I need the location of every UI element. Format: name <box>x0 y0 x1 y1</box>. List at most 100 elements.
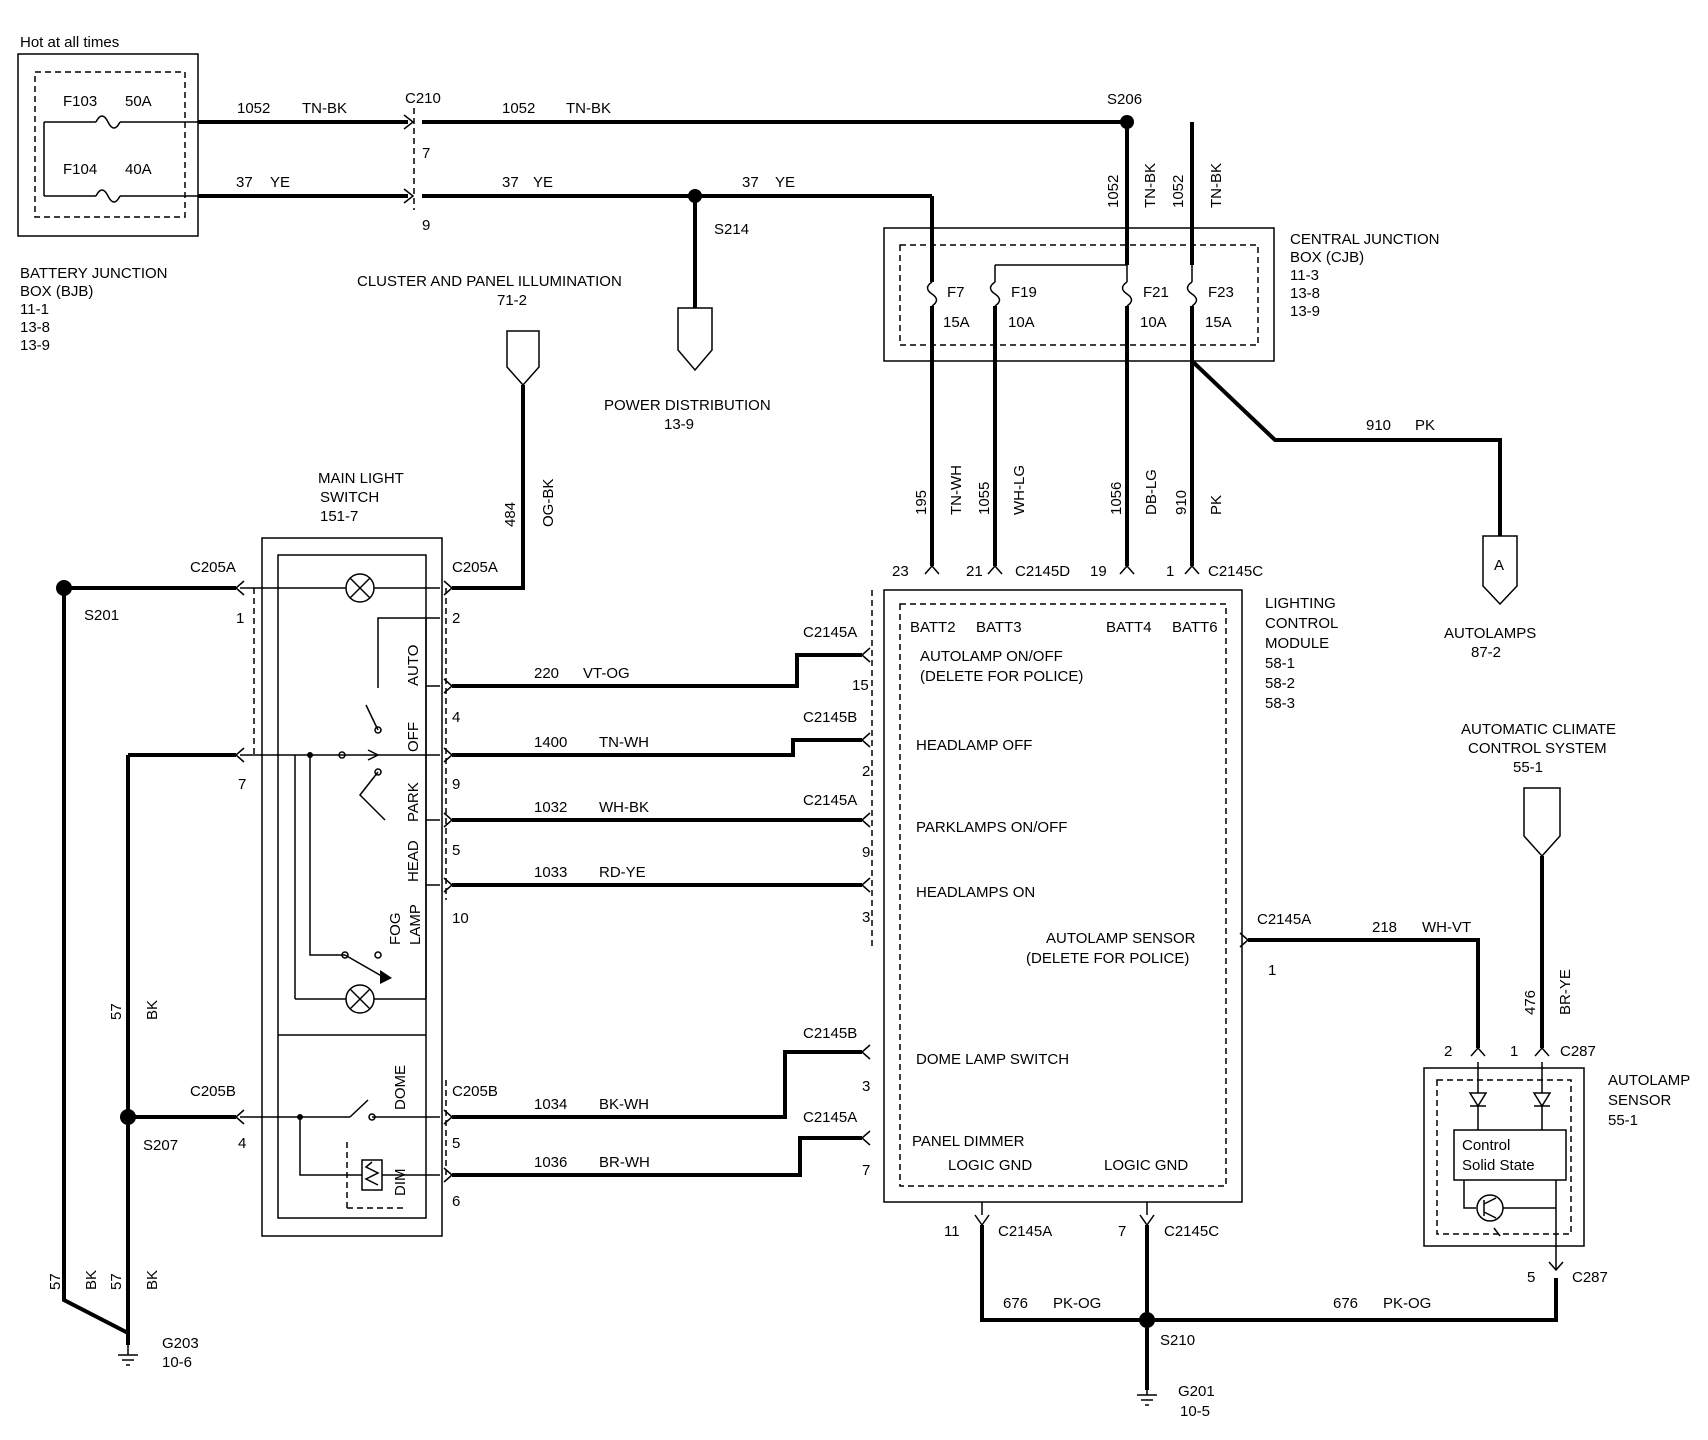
fuse-f7-rating: 15A <box>943 314 970 331</box>
c2145a-pin-9: 9 <box>862 844 870 861</box>
switch-position-off: OFF <box>405 722 422 752</box>
c205b-pin-5: 5 <box>452 1135 460 1152</box>
autolamps-ref: 87-2 <box>1471 644 1501 661</box>
bjb-ref-1: 11-1 <box>20 301 49 318</box>
c2145a-pin-11: 11 <box>944 1223 960 1240</box>
fuse-f103-label: F103 <box>63 93 97 110</box>
switch-position-head: HEAD <box>405 840 422 882</box>
autolamp-sensor-ref: 55-1 <box>1608 1112 1638 1129</box>
fuse-f103-rating: 50A <box>125 93 152 110</box>
mls-right-connectors: C205A 484 OG-BK 2 4 9 5 10 C205B 5 6 <box>443 385 557 1210</box>
wire-910-color: PK <box>1415 417 1435 434</box>
connector-c287-label: C287 <box>1572 1269 1608 1286</box>
lcm-title-line2: CONTROL <box>1265 615 1338 632</box>
fuse-f23-rating: 15A <box>1205 314 1232 331</box>
mls-left-wiring: C205A S201 1 7 C205B 4 S207 57 BK 57 BK … <box>47 559 246 1371</box>
connector-c2145b-label: C2145B <box>803 1025 857 1042</box>
fuse-f19-icon <box>989 281 1001 307</box>
lcm-power-inputs: 195 TN-WH 1055 WH-LG 1056 DB-LG 910 PK 2… <box>892 306 1263 580</box>
fuse-f104-label: F104 <box>63 161 97 178</box>
lcm-autolamp-sensor: AUTOLAMP SENSOR <box>1046 930 1196 947</box>
fuse-f104-rating: 40A <box>125 161 152 178</box>
cluster-illumination-connector-icon <box>506 330 540 387</box>
climate-control-connector-icon <box>1523 787 1561 858</box>
photo-sensor-icon <box>1476 1194 1504 1222</box>
cjb-title-line1: CENTRAL JUNCTION <box>1290 231 1439 248</box>
autolamp-sensor: Control Solid State AUTOLAMP SENSOR 55-1… <box>1423 1062 1690 1286</box>
central-junction-box: F7 15A F19 10A F21 10A F23 15A CENTRAL J… <box>883 227 1439 362</box>
lcm-panel-dimmer: PANEL DIMMER <box>912 1133 1025 1150</box>
wire-1055-color: WH-LG <box>1011 465 1028 515</box>
wire-37-color: YE <box>533 174 553 191</box>
fuse-f104-icon <box>95 189 121 203</box>
c2145c-pin-7: 7 <box>1118 1223 1126 1240</box>
connector-c2145c-label: C2145C <box>1164 1223 1219 1240</box>
main-light-switch-ref: 151-7 <box>320 508 358 525</box>
bjb-hot-label: Hot at all times <box>20 34 119 51</box>
connector-c2145b-label: C2145B <box>803 709 857 726</box>
wire-1400-number: 1400 <box>534 734 567 751</box>
connector-c205a-label: C205A <box>190 559 236 576</box>
lcm-logic-gnd-1: LOGIC GND <box>948 1157 1032 1174</box>
lcm-batt2-label: BATT2 <box>910 619 956 636</box>
wire-1052-color: TN-BK <box>566 100 611 117</box>
wire-910-pk-autolamps: 910 PK <box>1190 359 1502 536</box>
connector-c205b-label: C205B <box>190 1083 236 1100</box>
fuse-f21-icon <box>1121 281 1133 307</box>
lcm-parklamps-onoff: PARKLAMPS ON/OFF <box>916 819 1067 836</box>
c287-pin-5: 5 <box>1527 1269 1535 1286</box>
wire-1052-color: TN-BK <box>1208 163 1225 208</box>
wire-676-color: PK-OG <box>1383 1295 1431 1312</box>
wire-37-number: 37 <box>236 174 253 191</box>
autolamps-connector-icon <box>1482 535 1518 606</box>
wire-1055-number: 1055 <box>976 482 993 515</box>
autolamp-sensor-title-line2: SENSOR <box>1608 1092 1672 1109</box>
climate-control-label-line1: AUTOMATIC CLIMATE <box>1461 721 1616 738</box>
climate-control-ref: 55-1 <box>1513 759 1543 776</box>
c205a-pin-1: 1 <box>236 610 244 627</box>
wire-910-number: 910 <box>1366 417 1391 434</box>
lcm-autolamp-onoff: AUTOLAMP ON/OFF <box>920 648 1063 665</box>
connector-c2145a-label: C2145A <box>1257 911 1311 928</box>
connector-c2145a-label: C2145A <box>803 1109 857 1126</box>
c2145b-pin-3: 3 <box>862 1078 870 1095</box>
wire-195-color: TN-WH <box>948 465 965 515</box>
lcm-title-line1: LIGHTING <box>1265 595 1336 612</box>
reference-connectors: CLUSTER AND PANEL ILLUMINATION 71-2 POWE… <box>357 273 1616 858</box>
c287-pin-1: 1 <box>1510 1043 1518 1060</box>
connector-c2145a-label: C2145A <box>803 792 857 809</box>
ground-g203-label: G203 <box>162 1335 199 1352</box>
logic-ground-wiring: 11 C2145A 7 C2145C 676 PK-OG 676 PK-OG S… <box>944 1202 1558 1420</box>
switch-dim-label: DIM <box>392 1169 409 1197</box>
ground-g203-ref: 10-6 <box>162 1354 192 1371</box>
wire-1036-number: 1036 <box>534 1154 567 1171</box>
bjb-title-line2: BOX (BJB) <box>20 283 93 300</box>
splice-s201-label: S201 <box>84 607 119 624</box>
wire-195-number: 195 <box>913 490 930 515</box>
wire-220-number: 220 <box>534 665 559 682</box>
wire-57-color: BK <box>144 1000 161 1020</box>
lcm-pin-21: 21 <box>966 563 983 580</box>
wire-676-number: 676 <box>1003 1295 1028 1312</box>
sensor-control-label: Control <box>1462 1137 1510 1154</box>
c205a-pin-9: 9 <box>452 776 460 793</box>
fuse-f23-label: F23 <box>1208 284 1234 301</box>
sensor-solid-state-label: Solid State <box>1462 1157 1535 1174</box>
cjb-ref-1: 11-3 <box>1290 267 1319 284</box>
wire-910-number: 910 <box>1173 490 1190 515</box>
lcm-batt3-label: BATT3 <box>976 619 1022 636</box>
c2145a-pin-7: 7 <box>862 1162 870 1179</box>
autolamps-connector-letter: A <box>1494 557 1504 574</box>
wire-1052-color: TN-BK <box>302 100 347 117</box>
fuse-f19-label: F19 <box>1011 284 1037 301</box>
wire-1400-color: TN-WH <box>599 734 649 751</box>
c205a-pin-10: 10 <box>452 910 469 927</box>
autolamps-label: AUTOLAMPS <box>1444 625 1536 642</box>
connector-c2145a-label: C2145A <box>803 624 857 641</box>
connector-c2145c-label: C2145C <box>1208 563 1263 580</box>
ground-g201-ref: 10-5 <box>1180 1403 1210 1420</box>
wire-57-number: 57 <box>108 1273 125 1290</box>
fuse-f103-icon <box>95 115 121 129</box>
wire-37-color: YE <box>270 174 290 191</box>
switch-fog-lamp-line1: FOG <box>387 913 404 946</box>
